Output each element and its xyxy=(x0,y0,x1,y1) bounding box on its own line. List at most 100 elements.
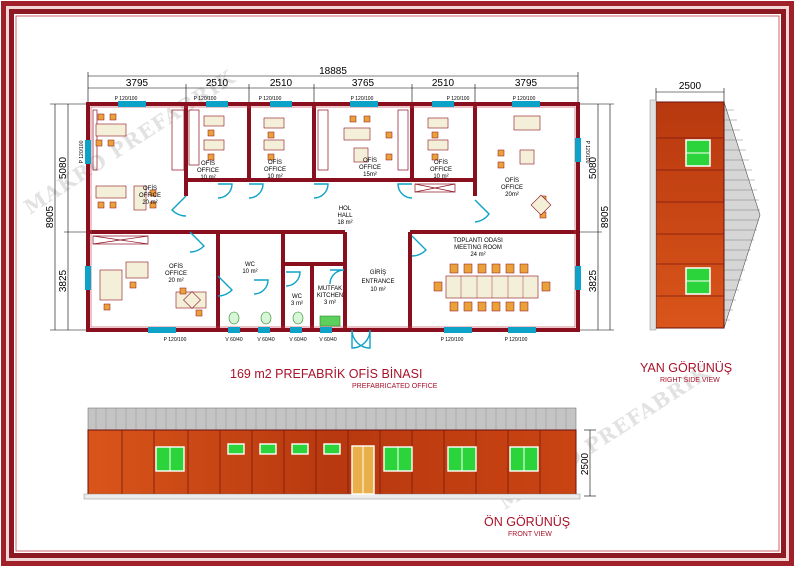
room-office-1: OFİS OFFICE 20 m² xyxy=(139,185,161,206)
side-view-subtitle: RIGHT SIDE VIEW xyxy=(660,377,720,384)
side-view-title: YAN GÖRÜNÜŞ xyxy=(640,361,732,375)
dim-left-total: 8905 xyxy=(45,205,56,228)
front-view-subtitle: FRONT VIEW xyxy=(508,531,552,538)
svg-text:18 m²: 18 m² xyxy=(337,220,352,226)
room-office-7: OFİS OFFICE 20 m² xyxy=(165,263,187,284)
window-label-side-left: P 120/100 xyxy=(79,140,85,163)
dim-seg-4: 3765 xyxy=(352,78,375,89)
dim-total-width: 18885 xyxy=(319,66,347,77)
window-label-side-right: P 120/100 xyxy=(584,141,590,164)
side-roof-ribs xyxy=(724,109,760,321)
dim-right-upper: 5080 xyxy=(588,156,599,179)
window-label-top-6: P 120/100 xyxy=(513,96,536,102)
svg-text:20m²: 20m² xyxy=(505,192,519,198)
svg-text:OFFICE: OFFICE xyxy=(197,168,219,174)
dim-left-upper: 5080 xyxy=(58,156,69,179)
side-view: 2500 YAN GÖRÜNÜŞ xyxy=(640,81,761,384)
dim-seg-2: 2510 xyxy=(206,78,229,89)
svg-text:3 m²: 3 m² xyxy=(291,301,303,307)
plan-doors xyxy=(171,183,490,349)
plan-walls xyxy=(86,102,580,332)
svg-text:OFFICE: OFFICE xyxy=(139,193,161,199)
window-label-top-2: P 120/100 xyxy=(194,96,217,102)
svg-text:OFFICE: OFFICE xyxy=(501,185,523,191)
meeting-table xyxy=(433,263,551,312)
svg-text:15m²: 15m² xyxy=(363,172,377,178)
front-view-height: 2500 xyxy=(580,452,591,475)
svg-text:MEETING ROOM: MEETING ROOM xyxy=(454,245,502,251)
svg-text:OFİS: OFİS xyxy=(505,177,519,184)
svg-text:GİRİŞ: GİRİŞ xyxy=(370,269,386,276)
side-view-width: 2500 xyxy=(679,81,702,92)
wc-fixtures xyxy=(228,311,341,327)
dim-right-total: 8905 xyxy=(600,205,611,228)
svg-text:OFİS: OFİS xyxy=(268,159,282,166)
window-label-top-1: P 120/100 xyxy=(115,96,138,102)
window-label-top-3: P 120/100 xyxy=(259,96,282,102)
svg-text:OFİS: OFİS xyxy=(169,263,183,270)
floor-plan: 18885 3795 2510 2510 3765 2510 3795 8905… xyxy=(45,66,614,349)
svg-text:10 m²: 10 m² xyxy=(200,175,215,181)
front-roof-ribs xyxy=(95,408,567,430)
dim-seg-3: 2510 xyxy=(270,78,293,89)
svg-text:10 m²: 10 m² xyxy=(267,174,282,180)
window-label-top-5: P 120/100 xyxy=(447,96,470,102)
window-label-bottom-2: V 60/40 xyxy=(225,337,242,343)
room-meeting: TOPLANTI ODASI MEETING ROOM 24 m² xyxy=(453,238,503,258)
dim-left-lower: 3825 xyxy=(58,269,69,292)
svg-text:3 m²: 3 m² xyxy=(324,300,336,306)
room-office-2: OFİS OFFICE 10 m² xyxy=(197,160,219,181)
svg-text:OFİS: OFİS xyxy=(143,185,157,192)
svg-text:OFFICE: OFFICE xyxy=(359,165,381,171)
plan-wall-inner xyxy=(90,106,576,328)
front-window-mullions xyxy=(169,447,525,471)
svg-text:10 m²: 10 m² xyxy=(370,287,385,293)
dim-seg-5: 2510 xyxy=(432,78,455,89)
dimension-left xyxy=(50,103,88,331)
window-label-top-4: P 120/100 xyxy=(351,96,374,102)
room-office-6: OFİS OFFICE 20m² xyxy=(501,177,523,198)
window-label-bottom-6: P 120/100 xyxy=(441,337,464,343)
svg-text:OFFICE: OFFICE xyxy=(430,167,452,173)
svg-text:24 m²: 24 m² xyxy=(470,252,485,258)
plan-round-tables xyxy=(183,194,552,309)
svg-text:10 m²: 10 m² xyxy=(242,269,257,275)
window-label-bottom-5: V 60/40 xyxy=(319,337,336,343)
svg-text:WC: WC xyxy=(245,262,256,268)
svg-text:HOL: HOL xyxy=(339,206,352,212)
dimension-right xyxy=(578,103,614,331)
room-entrance: GİRİŞ ENTRANCE 10 m² xyxy=(361,269,394,293)
window-label-bottom-1: P 120/100 xyxy=(164,337,187,343)
plan-subtitle: PREFABRICATED OFFICE xyxy=(352,383,438,390)
window-label-bottom-7: P 120/100 xyxy=(505,337,528,343)
svg-text:OFİS: OFİS xyxy=(363,157,377,164)
svg-text:OFFICE: OFFICE xyxy=(264,167,286,173)
svg-text:20 m²: 20 m² xyxy=(142,200,157,206)
dim-seg-1: 3795 xyxy=(126,78,149,89)
svg-text:OFİS: OFİS xyxy=(434,159,448,166)
svg-text:WC: WC xyxy=(292,294,303,300)
svg-text:20 m²: 20 m² xyxy=(168,278,183,284)
plan-windows xyxy=(85,101,581,333)
side-panel-lines xyxy=(656,137,724,297)
front-view-title: ÖN GÖRÜNÜŞ xyxy=(484,515,570,529)
svg-text:KITCHEN: KITCHEN xyxy=(317,293,343,299)
front-panel-lines xyxy=(121,430,541,496)
svg-text:MUTFAK: MUTFAK xyxy=(318,286,342,292)
room-office-5: OFİS OFFICE 10 m² xyxy=(430,159,452,180)
room-kitchen: MUTFAK KITCHEN 3 m² xyxy=(317,286,343,306)
plan-cabinets xyxy=(92,109,456,245)
room-hall: HOL HALL 18 m² xyxy=(337,206,353,226)
front-view: 2500 ÖN GÖRÜNÜŞ FRONT VIEW xyxy=(83,407,596,538)
dimension-top xyxy=(87,72,579,102)
room-office-4: OFİS OFFICE 15m² xyxy=(359,157,381,178)
svg-text:OFİS: OFİS xyxy=(201,160,215,167)
svg-text:HALL: HALL xyxy=(337,213,353,219)
svg-text:OFFICE: OFFICE xyxy=(165,271,187,277)
window-label-bottom-4: V 60/40 xyxy=(289,337,306,343)
svg-text:ENTRANCE: ENTRANCE xyxy=(361,279,394,285)
room-wc-1: WC 10 m² xyxy=(242,262,257,275)
window-label-bottom-3: V 60/40 xyxy=(257,337,274,343)
